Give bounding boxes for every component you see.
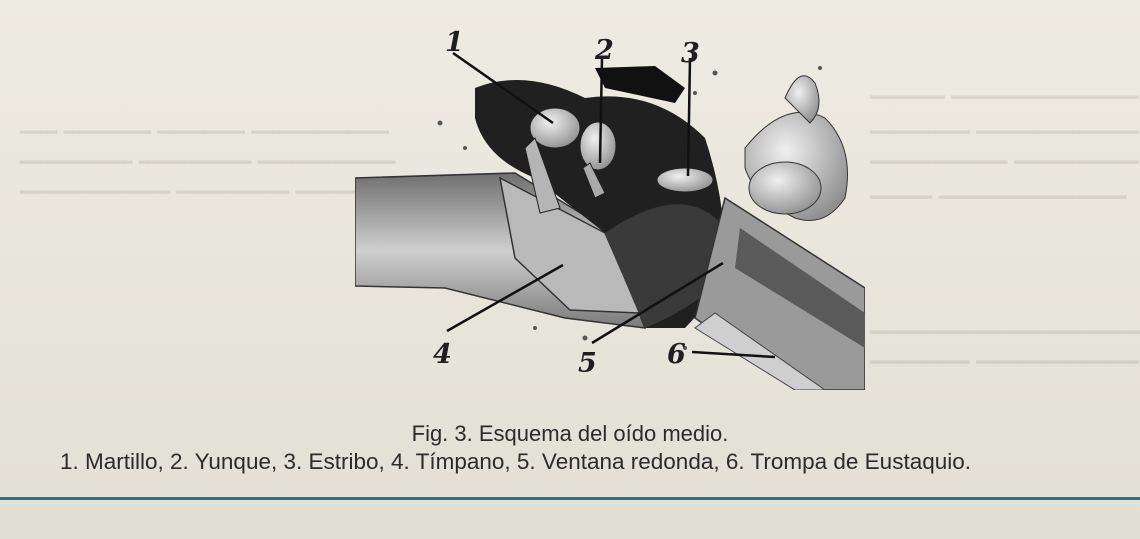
callout-5: 5 [578, 348, 597, 379]
bleed-through-text: ━━━━━━ ━━━━━━━━━━━━━━━ [870, 85, 1139, 110]
callout-2: 2 [595, 35, 614, 66]
bleed-through-text: ━━━━━━━━━━━━ ━━━━━━━━━ ━━━━━━━━ [20, 180, 396, 205]
bleed-through-text: ━━━━━━━━━━━ ━━━━━━━━━━ [870, 150, 1139, 175]
callout-6: 6 [667, 339, 686, 370]
bleed-through-text: ━━━━━━━━ ━━━━━━━━━━━━━ [870, 120, 1139, 145]
bleed-through-text: ━━━━━━━━ ━━━━━━━━━━━━━ [870, 350, 1139, 375]
figure-caption-legend: 1. Martillo, 2. Yunque, 3. Estribo, 4. T… [60, 449, 971, 475]
middle-ear-diagram [355, 28, 865, 390]
bleed-through-text: ━━━ ━━━━━━━ ━━━━━━━ ━━━━━━━━━━━ [20, 120, 389, 145]
figure-caption-title: Fig. 3. Esquema del oído medio. [0, 421, 1140, 447]
bleed-through-text: ━━━━━━━━━━━━━━━━━━━━━━━ [870, 320, 1140, 345]
callout-3: 3 [681, 38, 700, 69]
callout-1: 1 [445, 27, 464, 58]
section-divider [0, 497, 1140, 500]
callout-4: 4 [433, 339, 452, 370]
bleed-through-text: ━━━━━ ━━━━━━━━━━━━━━━ [870, 185, 1127, 210]
bleed-through-text: ━━━━━━━━━ ━━━━━━━━━ ━━━━━━━━━━━ [20, 150, 396, 175]
